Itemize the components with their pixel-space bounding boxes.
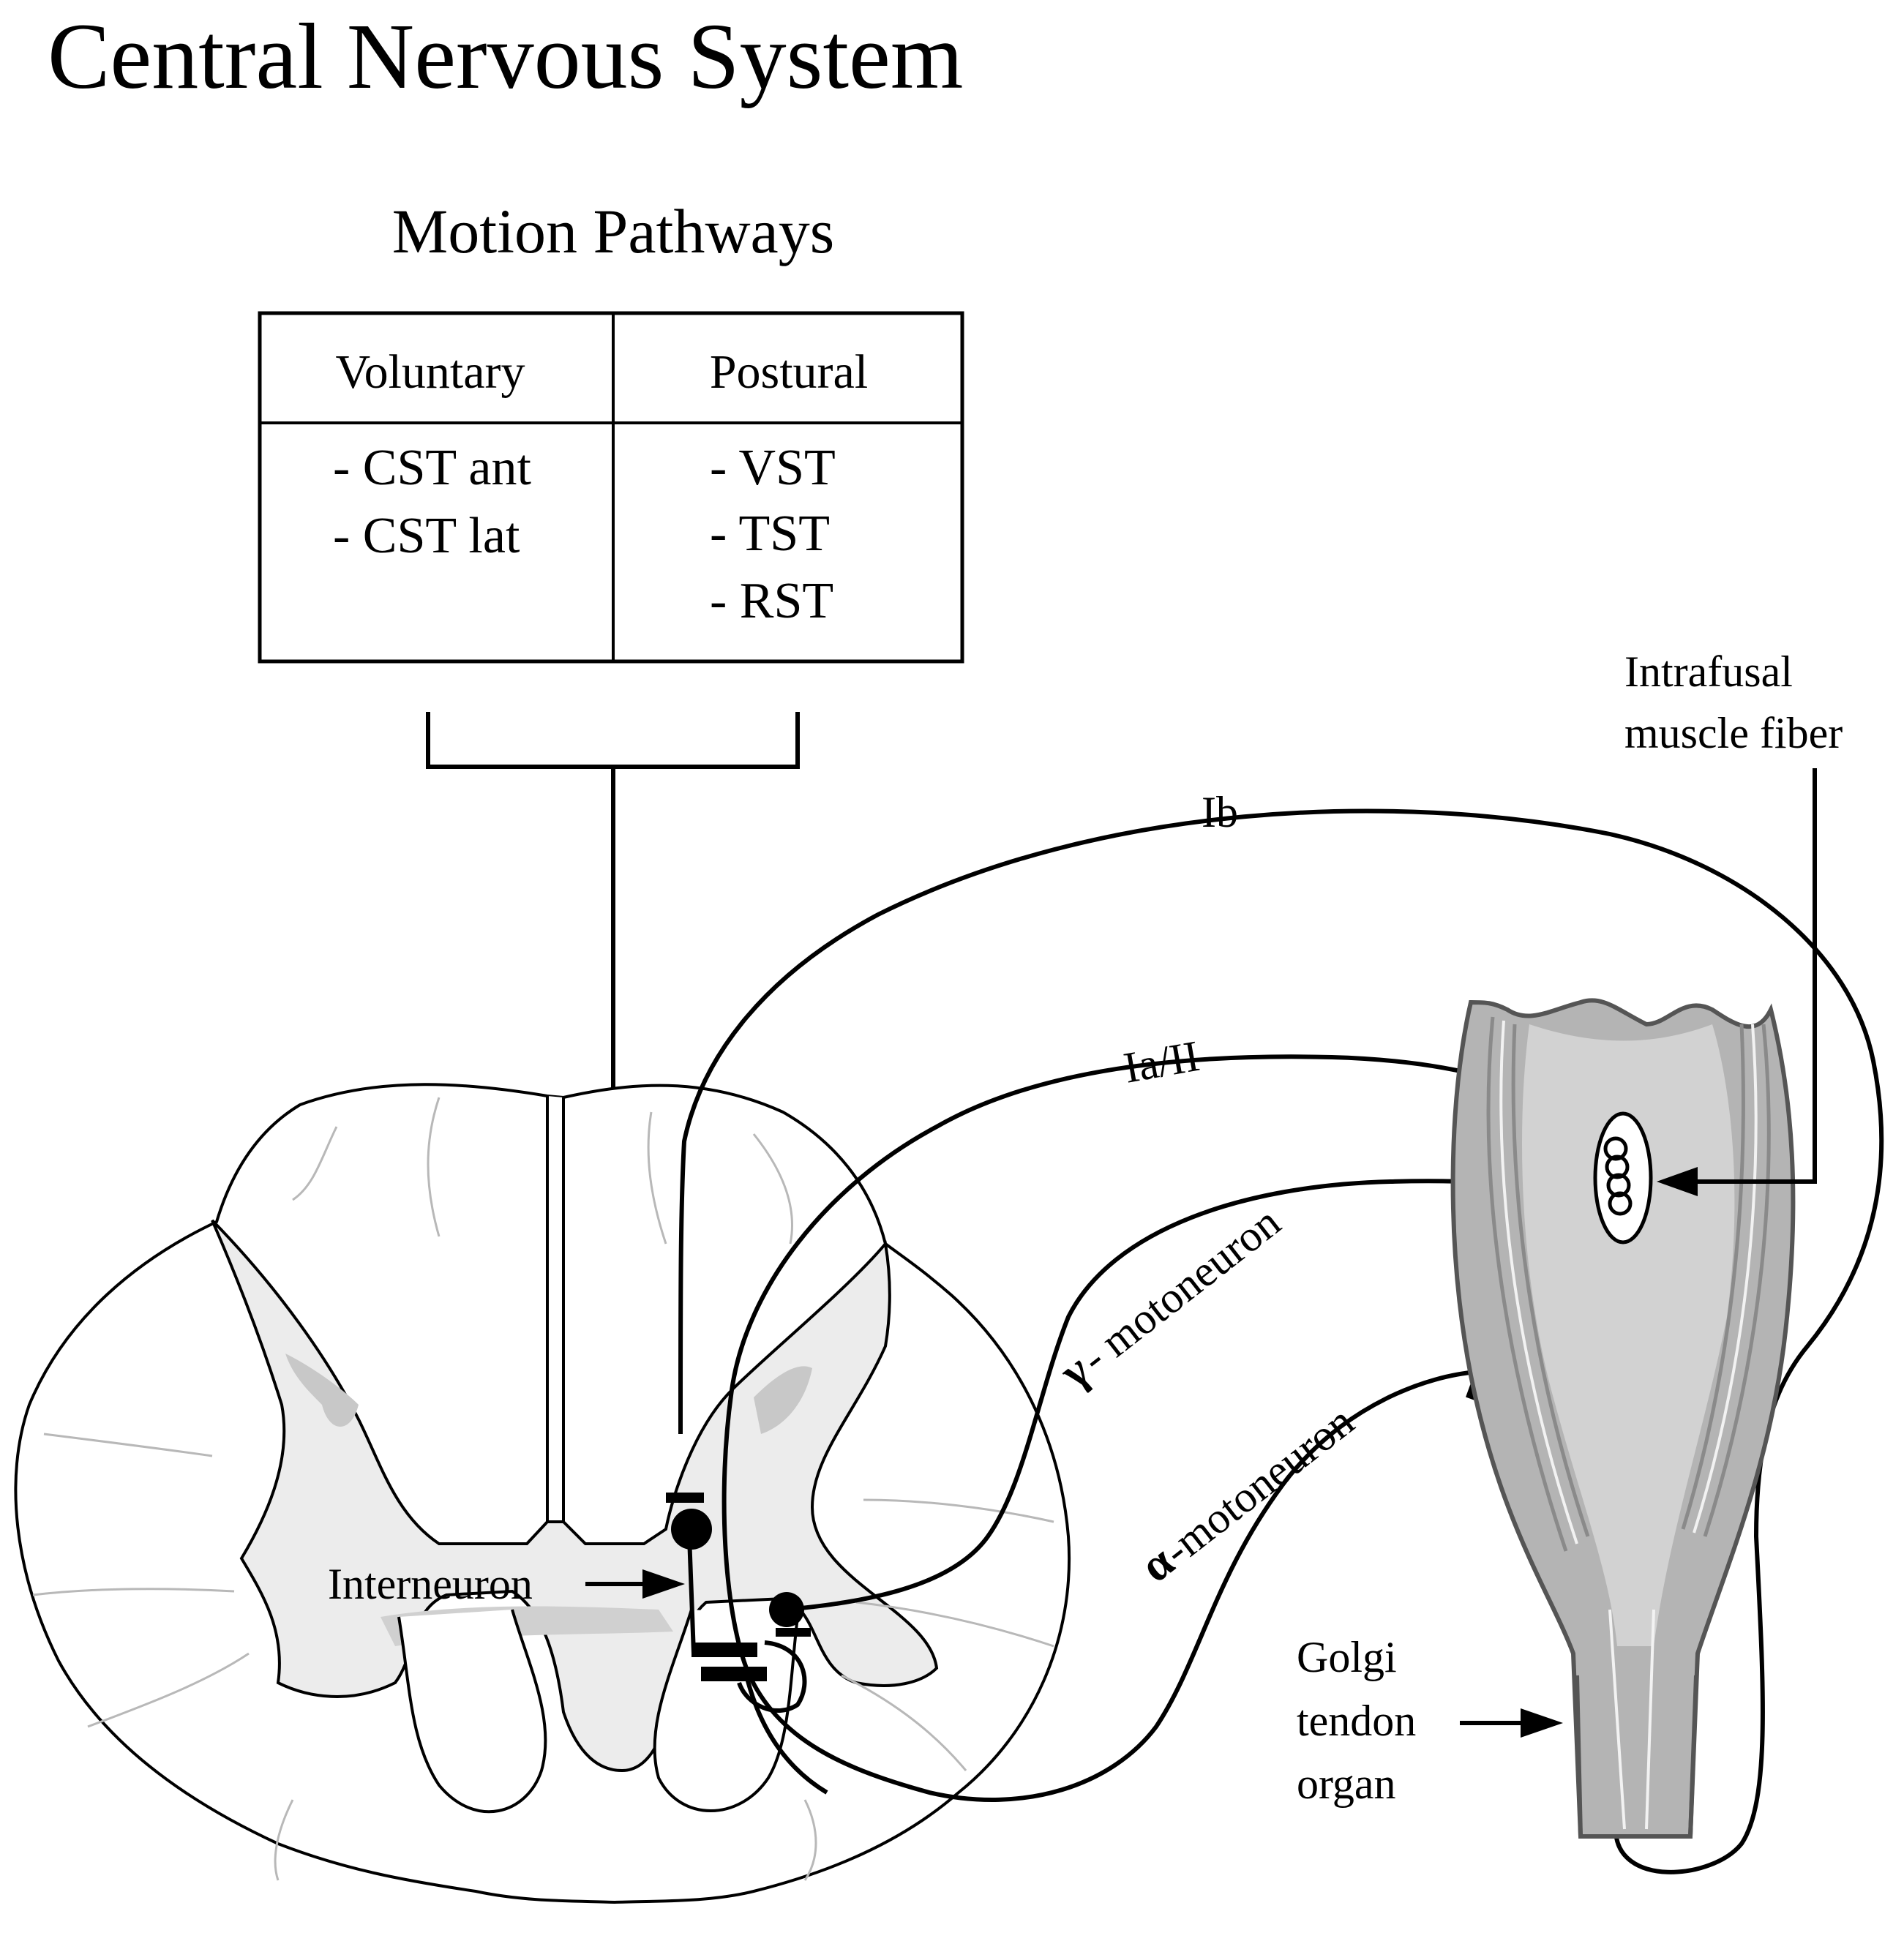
posterior-median-fissure (546, 1096, 565, 1523)
interneuron-link (687, 1536, 696, 1654)
callouts (585, 768, 1817, 1738)
white-matter-tracts (32, 1097, 1054, 1881)
table-cell-postural: - TST (710, 506, 830, 562)
tendon-line (1688, 1675, 1698, 1837)
anterior-horn-left (397, 1609, 547, 1814)
table-cell-postural: - RST (710, 573, 833, 629)
page-title: Central Nervous System (48, 4, 963, 108)
anterior-horn-right (653, 1609, 799, 1812)
white-matter-outline (14, 1083, 1071, 1904)
muscle (1450, 998, 1796, 1839)
intrafusal-label: muscle fiber (1624, 709, 1843, 757)
arrow-right-icon (1521, 1708, 1563, 1738)
motion-pathways-table: Voluntary Postural - CST ant - CST lat -… (258, 311, 964, 664)
table-cell-postural: - VST (710, 440, 836, 496)
alpha-fiber (744, 1675, 828, 1795)
grey-horn-shade (754, 1366, 812, 1434)
muscle-fibers-light (1499, 1020, 1758, 1830)
table-cell-voluntary: - CST ant (333, 440, 531, 496)
alpha-text: -motoneuron (1154, 1397, 1363, 1574)
table-cell-voluntary: - CST lat (333, 508, 520, 564)
intrafusal-label: Intrafusal (1624, 647, 1793, 696)
gamma-text: - motoneuron (1072, 1198, 1289, 1382)
arrow-left-icon (1657, 1167, 1698, 1196)
muscle-fibers (1486, 1016, 1771, 1552)
grey-horn-shade (285, 1354, 359, 1427)
synapse-loop (737, 1640, 807, 1713)
intrafusal-pointer (1698, 768, 1817, 1184)
interneuron-label: Interneuron (328, 1560, 533, 1608)
tendon-line (1575, 1675, 1583, 1837)
golgi-label: organ (1297, 1760, 1396, 1808)
spinal-cord (14, 1083, 1071, 1904)
spindle-coil (1603, 1136, 1633, 1216)
table-border (258, 311, 964, 664)
alpha-label: α -motoneuron (1131, 1397, 1363, 1592)
gamma-fiber (786, 1179, 1567, 1612)
ib-label: Ib (1202, 788, 1238, 836)
arrow-right-icon (642, 1569, 685, 1599)
ia-ii-fiber (722, 1054, 1612, 1802)
ib-fiber (678, 808, 1884, 1874)
table-header-voluntary: Voluntary (335, 345, 525, 399)
golgi-label: tendon (1297, 1697, 1416, 1745)
subtitle: Motion Pathways (392, 196, 834, 266)
golgi-label: Golgi (1297, 1633, 1397, 1681)
bracket (426, 712, 800, 769)
ia-ii-label: Ia/II (1120, 1032, 1203, 1092)
neural-pathways (678, 808, 1884, 1874)
table-header-postural: Postural (710, 345, 868, 399)
